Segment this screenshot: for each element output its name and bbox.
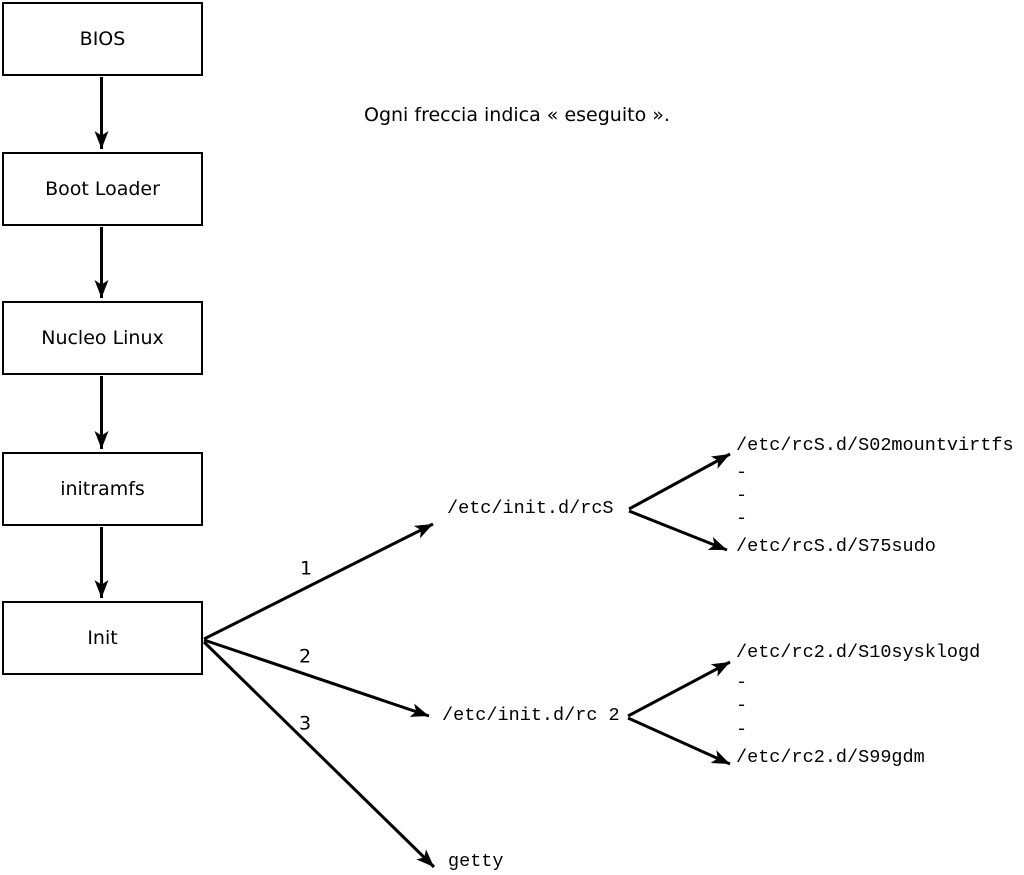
label-rcS-ellipsis-2: - (736, 484, 748, 506)
label-rcS-S02mountvirtfs: /etc/rcS.d/S02mountvirtfs (736, 434, 1014, 456)
branch-order-1: 1 (299, 557, 313, 580)
label-etc-init-d-rc2: /etc/init.d/rc 2 (442, 704, 620, 726)
node-init: Init (2, 601, 203, 675)
label-rc2-ellipsis-3: - (736, 718, 748, 740)
label-rc2-ellipsis-1: - (736, 671, 748, 693)
branch-order-3: 3 (298, 712, 312, 735)
label-etc-init-d-rcS: /etc/init.d/rcS (447, 497, 614, 519)
arrow-init-getty (202, 640, 436, 869)
label-rcS-ellipsis-3: - (736, 507, 748, 529)
node-boot-loader: Boot Loader (2, 152, 203, 226)
node-initramfs: initramfs (2, 452, 203, 526)
label-rc2-ellipsis-2: - (736, 694, 748, 716)
arrow-init-rc2 (203, 638, 430, 718)
label-rc2-S10sysklogd: /etc/rc2.d/S10sysklogd (736, 641, 981, 663)
label-rcS-ellipsis-1: - (736, 461, 748, 483)
node-bios: BIOS (2, 2, 203, 76)
arrow-rcS-first (628, 452, 731, 511)
node-linux-kernel: Nucleo Linux (2, 301, 203, 375)
arrow-init-rcS (203, 522, 434, 641)
branch-order-2: 2 (298, 645, 312, 668)
label-getty: getty (448, 850, 504, 872)
label-rc2-S99gdm: /etc/rc2.d/S99gdm (736, 746, 925, 768)
arrow-rc2-first (627, 660, 731, 718)
label-rcS-S75sudo: /etc/rcS.d/S75sudo (736, 535, 936, 557)
arrow-rcS-last (628, 509, 728, 552)
arrow-rc2-last (627, 716, 731, 766)
note-arrows-meaning: Ogni freccia indica « eseguito ». (364, 104, 670, 126)
